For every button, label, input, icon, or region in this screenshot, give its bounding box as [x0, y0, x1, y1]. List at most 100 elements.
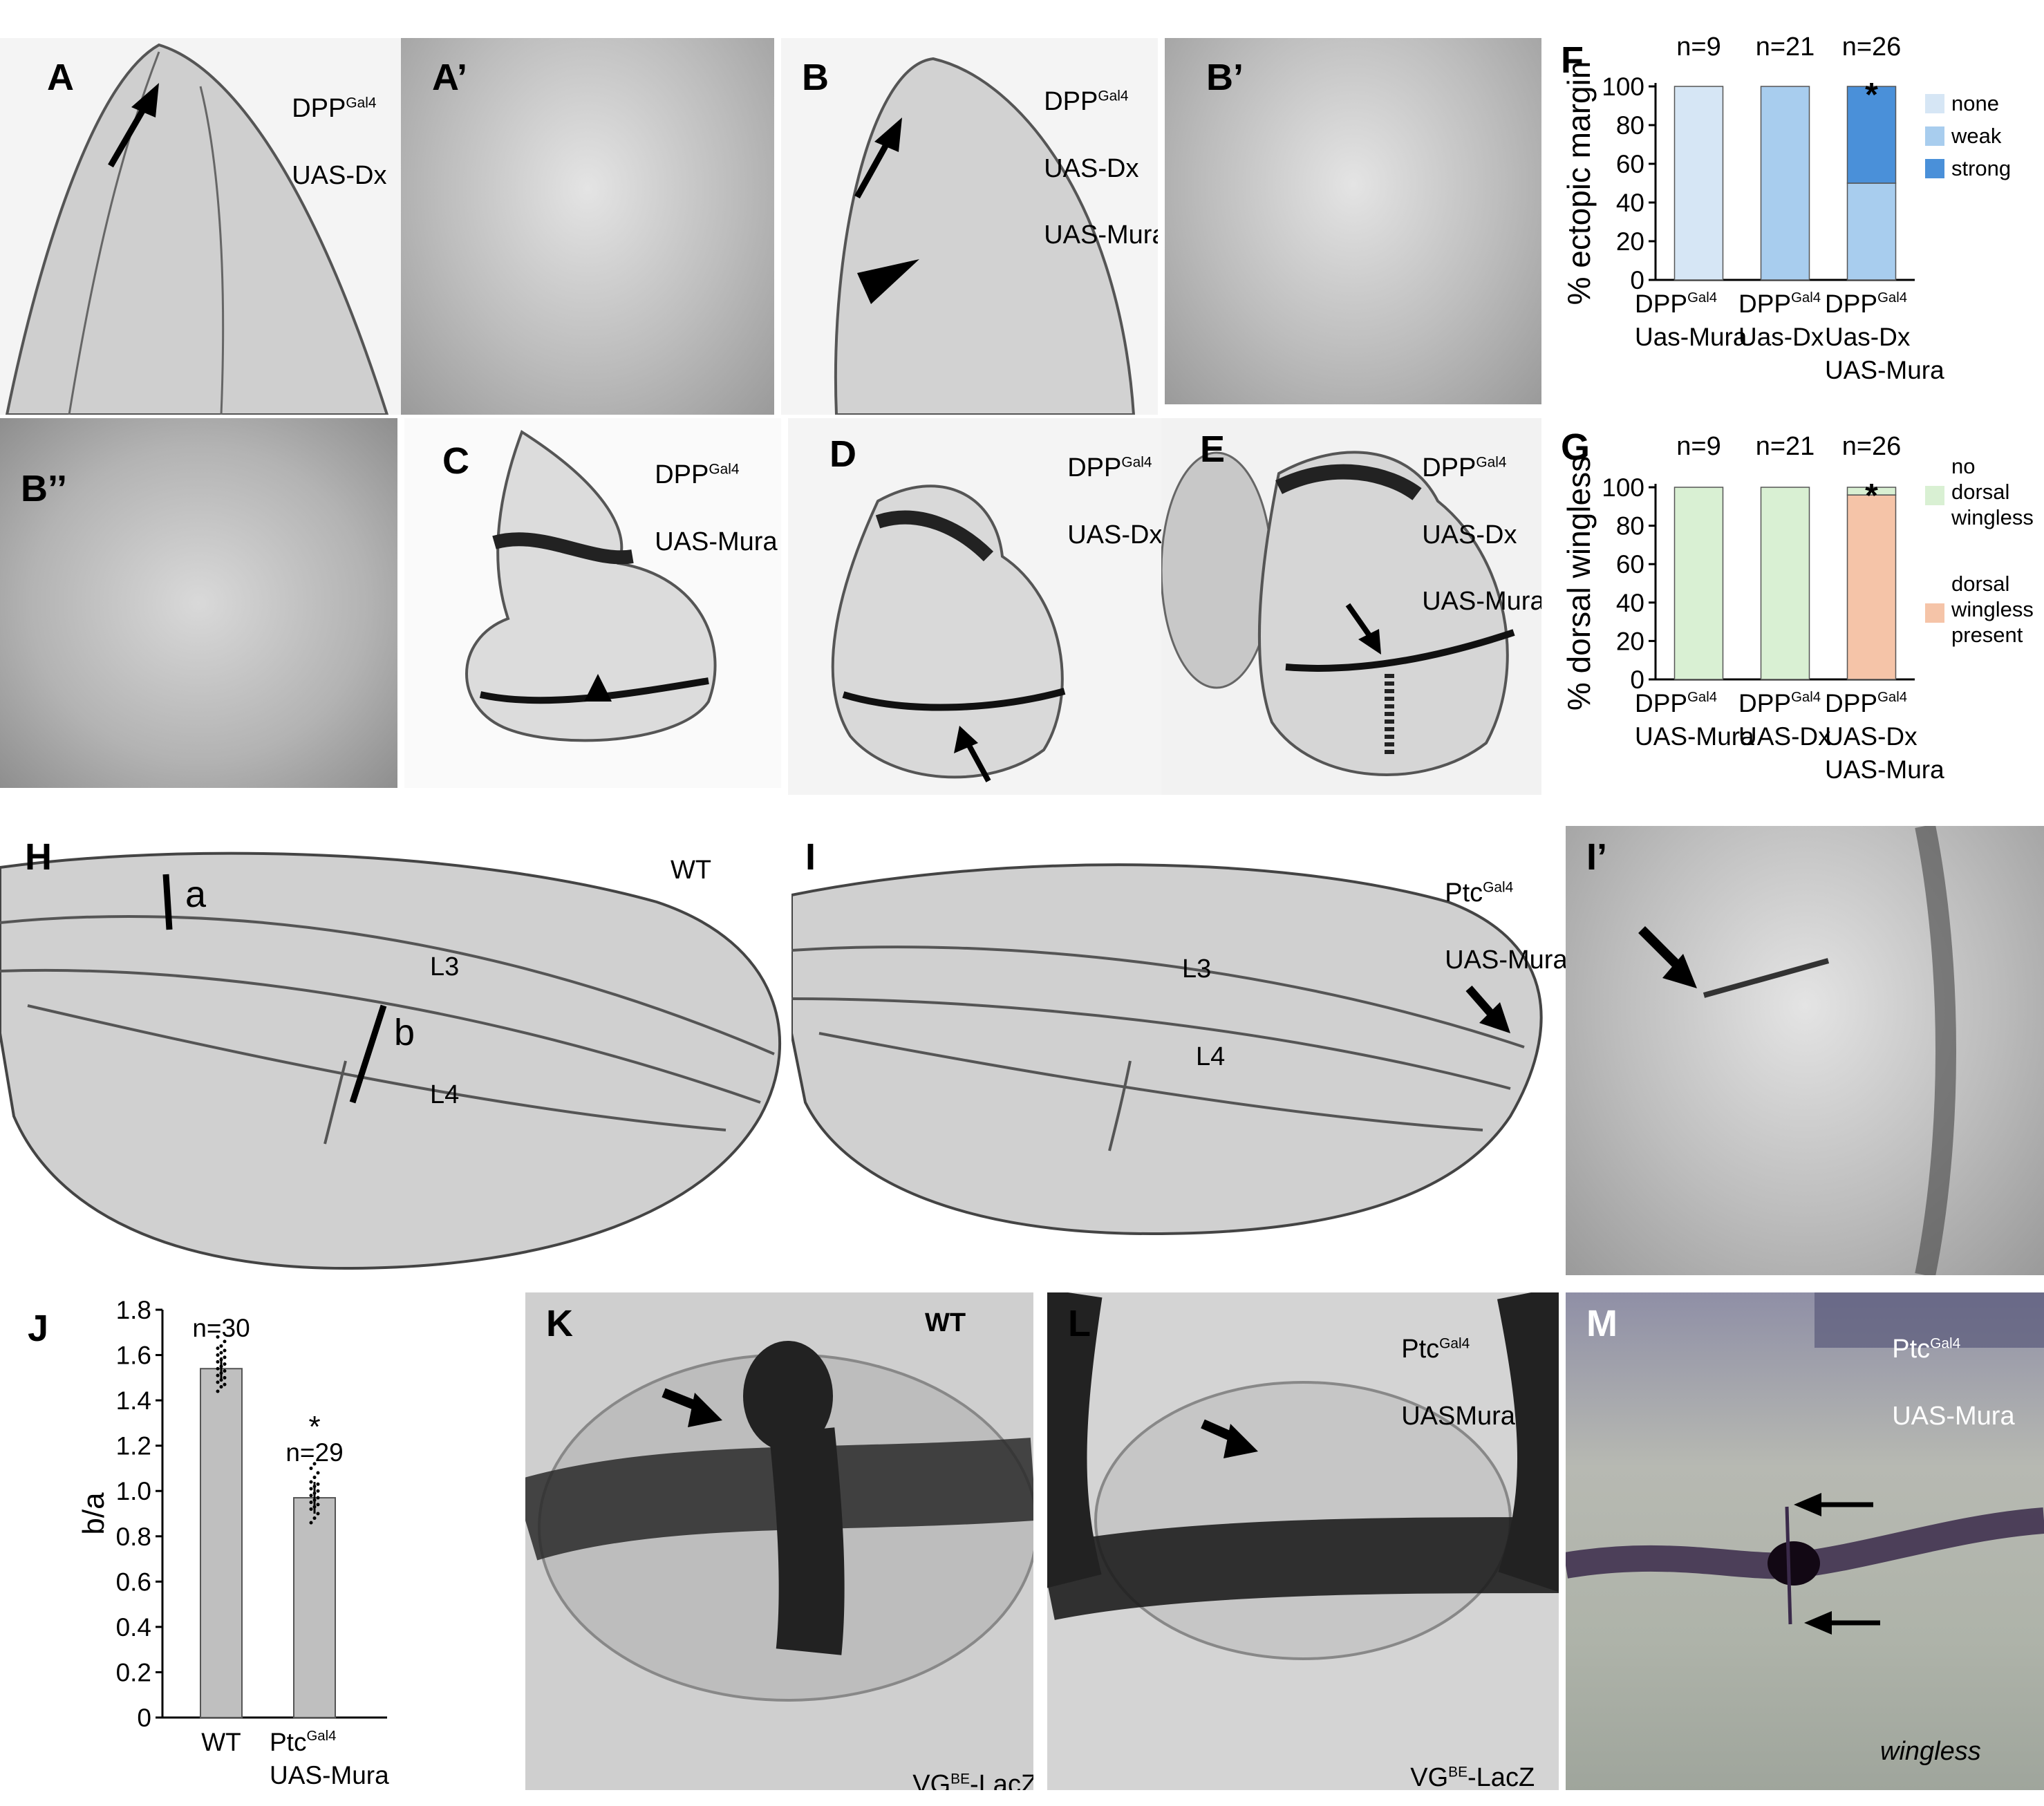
legend-label: wingless	[1951, 597, 2034, 621]
panel-m-disc-image	[1566, 1292, 2044, 1635]
y-tick-label: 80	[1616, 512, 1644, 540]
data-point	[316, 1482, 320, 1486]
data-point	[312, 1516, 317, 1521]
category-label: DPPGal4	[1635, 689, 1717, 717]
bar-segment	[1760, 86, 1810, 281]
genotype-m: PtcGal4 UAS-Mura	[1892, 1335, 2015, 1431]
category-label: WT	[201, 1728, 241, 1756]
genotype-a: DPPGal4 UAS-Dx	[292, 94, 387, 190]
data-point	[219, 1384, 223, 1389]
panel-b: B DPPGal4 UAS-Dx UAS-Mura	[781, 38, 1158, 415]
label-l4-i: L4	[1196, 1042, 1226, 1071]
data-point	[216, 1346, 220, 1351]
legend-swatch	[1925, 159, 1944, 178]
legend-swatch	[1925, 126, 1944, 146]
genotype-e: DPPGal4 UAS-Dx UAS-Mura	[1422, 453, 1541, 617]
panel-letter-j: J	[28, 1308, 49, 1349]
panel-letter-a: A	[47, 57, 74, 98]
y-axis-label: b/a	[77, 1492, 111, 1535]
legend-swatch	[1925, 94, 1944, 113]
y-axis-label: % ectopic margin	[1561, 62, 1597, 305]
data-point	[223, 1339, 227, 1344]
data-point	[312, 1505, 317, 1509]
category-label-line2: UAS-Mura	[270, 1761, 389, 1789]
y-tick-label: 100	[1602, 473, 1644, 502]
data-point	[223, 1355, 227, 1360]
data-point	[312, 1492, 317, 1495]
chart-j: 00.20.40.60.81.01.21.41.61.8b/an=30*n=29…	[77, 1296, 389, 1789]
panel-a-prime: A’	[401, 38, 774, 415]
y-tick-label: 0.6	[116, 1568, 151, 1596]
n-label: n=26	[1842, 32, 1902, 62]
significance-star: *	[308, 1410, 320, 1444]
data-point	[316, 1471, 320, 1475]
data-point	[216, 1360, 220, 1364]
category-label-line2: UAS-Dx	[1825, 722, 1918, 751]
panel-c: C DPPGal4 UAS-Mura	[404, 418, 781, 788]
y-tick-label: 20	[1616, 227, 1644, 256]
category-label-line2: UAS-Dx	[1738, 722, 1831, 751]
data-point	[219, 1357, 223, 1362]
panel-letter-m: M	[1586, 1303, 1618, 1344]
arrowhead-icon	[857, 259, 919, 304]
label-a: a	[185, 874, 207, 915]
panel-letter-d: D	[829, 433, 856, 475]
y-tick-label: 0	[1630, 666, 1644, 694]
panel-i: I PtcGal4 UAS-Mura L3 L4	[791, 826, 1566, 1275]
data-point	[216, 1389, 220, 1393]
genotype-b: DPPGal4 UAS-Dx UAS-Mura	[1044, 87, 1158, 250]
data-point	[216, 1380, 220, 1384]
genotype-l: PtcGal4 UASMura	[1401, 1335, 1515, 1431]
legend-label: none	[1951, 91, 1999, 115]
legend-label: weak	[1951, 124, 2002, 148]
y-tick-label: 0.4	[116, 1613, 151, 1642]
y-tick-label: 40	[1616, 189, 1644, 217]
y-tick-label: 1.6	[116, 1342, 151, 1370]
panel-d: D DPPGal4 UAS-Dx	[788, 418, 1161, 795]
panel-a-wing-image	[5, 43, 389, 415]
reporter-l: VGBE-LacZ	[1410, 1763, 1535, 1790]
legend-label: wingless	[1951, 505, 2034, 529]
panel-b-prime: B’	[1165, 38, 1541, 404]
y-tick-label: 0.2	[116, 1658, 151, 1686]
data-point	[309, 1507, 313, 1511]
y-tick-label: 0	[137, 1704, 151, 1732]
data-point	[216, 1373, 220, 1377]
panel-letter-i: I	[805, 836, 816, 878]
n-label: n=21	[1756, 32, 1815, 62]
n-label: n=29	[285, 1438, 343, 1467]
panel-k-disc-image	[525, 1341, 1033, 1702]
data-point	[216, 1353, 220, 1357]
panel-letter-l: L	[1068, 1303, 1091, 1344]
data-point	[312, 1485, 317, 1489]
panel-i-wing-image	[791, 863, 1543, 1236]
bar-segment	[1846, 494, 1897, 680]
panel-e-disc-image	[1161, 451, 1515, 776]
data-point	[219, 1364, 223, 1368]
genotype-i: PtcGal4 UAS-Mura	[1445, 878, 1566, 975]
y-tick-label: 1.8	[116, 1296, 151, 1324]
significance-star: *	[1865, 478, 1878, 514]
panel-letter-k: K	[546, 1303, 573, 1344]
bar-segment	[1673, 86, 1724, 281]
data-point	[219, 1344, 223, 1348]
y-tick-label: 1.4	[116, 1386, 151, 1415]
panel-i-prime-image	[1638, 826, 1956, 1275]
data-point	[316, 1496, 320, 1500]
n-label: n=9	[1676, 432, 1720, 461]
data-point	[223, 1362, 227, 1366]
bar-segment	[1760, 487, 1810, 680]
category-label-line2: UAS-Mura	[1635, 722, 1754, 751]
category-label: PtcGal4	[270, 1728, 336, 1756]
category-label: DPPGal4	[1825, 290, 1907, 318]
panel-b-wing-image	[834, 57, 1136, 415]
label-l4-h: L4	[430, 1080, 460, 1109]
panel-letter-g: G	[1561, 426, 1591, 468]
label-l3-h: L3	[430, 952, 460, 981]
y-tick-label: 0	[1630, 266, 1644, 294]
panel-letter-e: E	[1200, 429, 1226, 470]
reporter-k: VGBE-LacZ	[912, 1770, 1033, 1790]
